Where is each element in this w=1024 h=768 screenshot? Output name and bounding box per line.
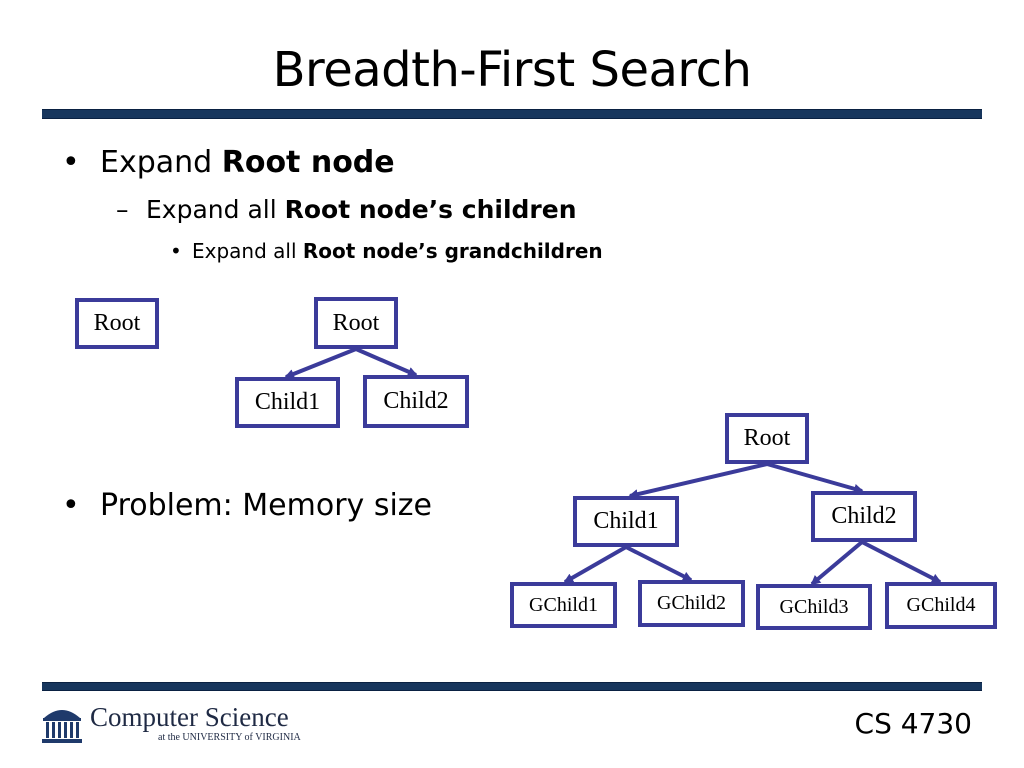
edge-root-child1 [628,462,768,500]
edge-child2-gchild4 [861,540,942,584]
tree3-gchild1-node: GChild1 [510,582,617,628]
edge-root-child2 [355,347,418,377]
bullet-text: Expand all [146,195,285,224]
bullet-text: Expand all [192,239,303,263]
bullet-bold-text: Root node [221,145,395,180]
edge-root-child1 [284,347,357,379]
tree3-child2-node: Child2 [811,491,917,542]
edge-root-child2 [766,462,864,494]
bullet-expand-children: –Expand all Root node’s children [116,195,577,224]
bullet-marker: • [62,488,80,523]
tree1-root-node: Root [75,298,159,349]
edge-child2-gchild3 [810,540,864,586]
tree2-child1-node: Child1 [235,377,340,428]
tree3-gchild2-node: GChild2 [638,580,745,627]
tree3-gchild4-node: GChild4 [885,582,997,629]
bullet-text: Expand [100,145,222,180]
bullet-expand-grandchildren: • Expand all Root node’s grandchildren [170,239,603,263]
footer-divider [42,682,982,691]
tree2-child2-node: Child2 [363,375,469,428]
edge-child1-gchild1 [563,545,627,584]
course-number: CS 4730 [854,707,972,740]
logo-title: Computer Science [90,702,289,732]
rotunda-icon [42,710,82,743]
bullet-expand-root: • Expand Root node [62,145,395,180]
bullet-marker: – [116,195,129,224]
slide-title: Breadth-First Search [272,42,752,98]
tree2-root-node: Root [314,297,398,349]
bullet-marker: • [170,239,182,263]
bullet-bold-text: Root node’s grandchildren [302,239,603,263]
bullet-bold-text: Root node’s children [284,195,577,224]
bullet-marker: • [62,145,80,180]
tree3-root-node: Root [725,413,809,464]
department-logo: Computer Science at the UNIVERSITY of VI… [40,702,330,748]
bullet-problem: • Problem: Memory size [62,488,432,523]
tree3-child1-node: Child1 [573,496,679,547]
bullet-text: Problem: Memory size [100,488,433,523]
tree3-gchild3-node: GChild3 [756,584,872,630]
logo-subtitle: at the UNIVERSITY of VIRGINIA [158,732,301,743]
edge-child1-gchild2 [625,545,693,582]
title-divider [42,109,982,119]
